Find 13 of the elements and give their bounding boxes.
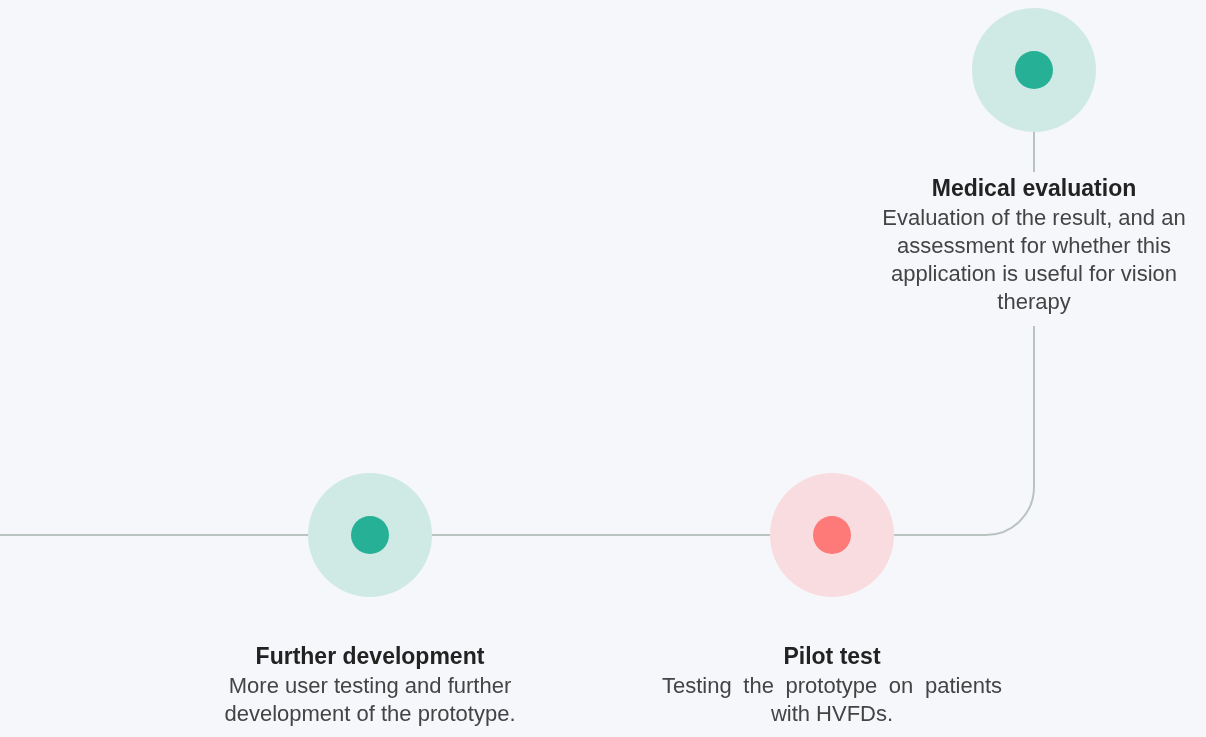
milestone-description: More user testing and further development of the prototype.: [223, 672, 517, 728]
milestone-title: Further development: [254, 642, 486, 671]
circle-marker: [770, 473, 894, 597]
milestone-description: Evaluation of the result, and an assessment for whether this application is useful for vision therapy: [881, 204, 1187, 316]
timeline-line: [893, 325, 1035, 536]
circle-marker: [972, 8, 1096, 132]
timeline-line: [0, 534, 309, 536]
timeline-line: [1033, 131, 1035, 173]
milestone-title: Pilot test: [782, 642, 882, 671]
milestone-title: Medical evaluation: [930, 174, 1138, 203]
timeline-line: [431, 534, 771, 536]
circle-marker: [308, 473, 432, 597]
milestone-description: Testing the prototype on patients with HVFDs.: [662, 672, 1002, 728]
